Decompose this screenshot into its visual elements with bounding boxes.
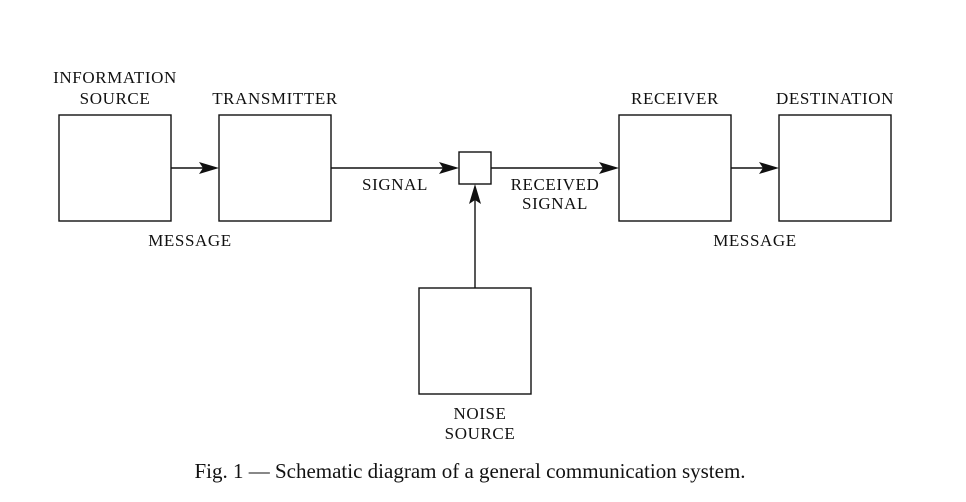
message-out-label: MESSAGE <box>713 231 797 250</box>
message-in-label: MESSAGE <box>148 231 232 250</box>
noise-arrowhead <box>469 184 481 204</box>
destination-box <box>778 114 892 222</box>
figure-caption: Fig. 1 — Schematic diagram of a general … <box>194 459 745 483</box>
noise-source-label-line2: SOURCE <box>445 424 516 443</box>
message-arrowhead <box>199 162 219 174</box>
received-signal-arrowhead <box>599 162 619 174</box>
noise-source-label-line1: NOISE <box>453 404 506 423</box>
receiver-box <box>618 114 732 222</box>
noise-junction-box <box>458 151 492 185</box>
receiver-label: RECEIVER <box>631 89 719 108</box>
received-signal-label-line2: SIGNAL <box>522 194 588 213</box>
message-out-arrowhead <box>759 162 779 174</box>
received-signal-label-line1: RECEIVED <box>511 175 600 194</box>
signal-arrowhead <box>439 162 459 174</box>
destination-label: DESTINATION <box>776 89 894 108</box>
signal-label: SIGNAL <box>362 175 428 194</box>
transmitter-label: TRANSMITTER <box>212 89 338 108</box>
information-source-label-line2: SOURCE <box>80 89 151 108</box>
noise-source-box <box>418 287 532 395</box>
information-source-box <box>58 114 172 222</box>
information-source-label-line1: INFORMATION <box>53 68 177 87</box>
transmitter-box <box>218 114 332 222</box>
